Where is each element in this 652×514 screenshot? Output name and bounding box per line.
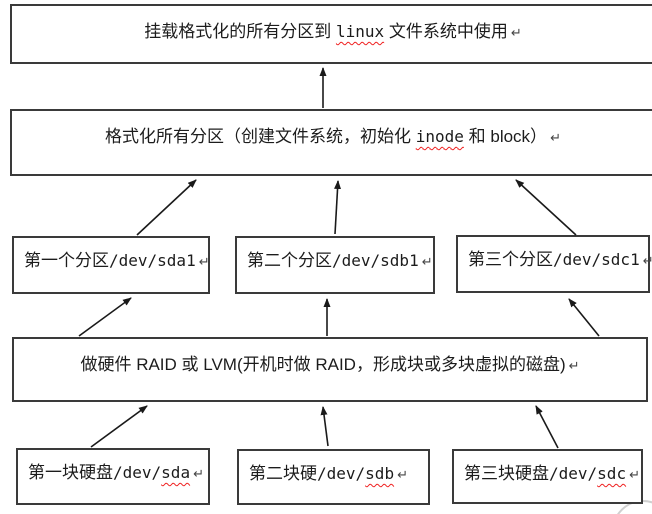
arrow-disk1-to-raid [90, 405, 148, 448]
partition-box-path: /dev/sdc1 [553, 250, 640, 269]
arrow-partition2-to-format [334, 180, 342, 235]
disk-box-label: 第三块硬盘 [464, 464, 549, 483]
return-mark: ↵ [421, 254, 433, 269]
disk-box-label: 第二块硬 [249, 464, 317, 483]
format-box: 格式化所有分区（创建文件系统，初始化 inode 和 block）↵ [10, 109, 652, 176]
mount-box-text-post: 文件系统中使用 [384, 22, 508, 41]
disk-box-path-prefix: /dev/ [549, 464, 598, 483]
return-mark: ↵ [550, 130, 561, 145]
format-box-text-post: 和 block） [463, 127, 548, 146]
return-mark: ↵ [629, 467, 640, 482]
return-mark: ↵ [397, 467, 408, 482]
disk-box-sda: 第一块硬盘/dev/sda↵ [16, 448, 210, 505]
partition-box-label: 第二个分区 [247, 251, 332, 270]
partition-box-sdc1: 第三个分区/dev/sdc1↵ [456, 235, 652, 293]
arrow-partition1-to-format [136, 179, 197, 236]
arrow-partition3-to-format [515, 179, 577, 236]
arrow-raid-to-partition3 [568, 298, 600, 337]
mount-box-text-pre: 挂载格式化的所有分区到 [144, 22, 336, 41]
disk-box-label: 第一块硬盘 [28, 463, 113, 482]
partition-box-label: 第一个分区 [24, 251, 109, 270]
format-box-keyword: inode [415, 127, 464, 146]
return-mark: ↵ [193, 466, 204, 481]
return-mark: ↵ [568, 358, 580, 373]
arrow-disk2-to-raid [320, 406, 329, 447]
mount-box: 挂载格式化的所有分区到 linux 文件系统中使用↵ [10, 4, 652, 64]
disk-box-sdc: 第三块硬盘/dev/sdc↵ [452, 449, 643, 504]
disk-box-keyword: sda [161, 463, 191, 482]
partition-box-path: /dev/sda1 [109, 251, 196, 270]
mount-box-keyword: linux [335, 22, 385, 41]
partition-box-sda1: 第一个分区/dev/sda1↵ [12, 236, 210, 294]
disk-box-path-prefix: /dev/ [317, 464, 366, 483]
raid-box: 做硬件 RAID 或 LVM(开机时做 RAID，形成块或多块虚拟的磁盘)↵ [12, 337, 648, 402]
raid-box-text: 做硬件 RAID 或 LVM(开机时做 RAID，形成块或多块虚拟的磁盘) [80, 355, 566, 374]
return-mark: ↵ [198, 254, 210, 269]
arrow-disk3-to-raid [535, 405, 559, 449]
return-mark: ↵ [510, 25, 522, 40]
partition-box-sdb1: 第二个分区/dev/sdb1↵ [235, 236, 435, 294]
disk-box-keyword: sdc [597, 464, 627, 483]
arrow-raid-to-partition1 [78, 297, 132, 337]
format-box-text-pre: 格式化所有分区（创建文件系统，初始化 [105, 127, 416, 146]
disk-box-path-prefix: /dev/ [113, 463, 162, 482]
disk-box-sdb: 第二块硬/dev/sdb↵ [237, 449, 430, 505]
disk-box-keyword: sdb [365, 464, 395, 483]
partition-box-label: 第三个分区 [468, 250, 553, 269]
return-mark: ↵ [642, 253, 652, 268]
partition-box-path: /dev/sdb1 [332, 251, 419, 270]
